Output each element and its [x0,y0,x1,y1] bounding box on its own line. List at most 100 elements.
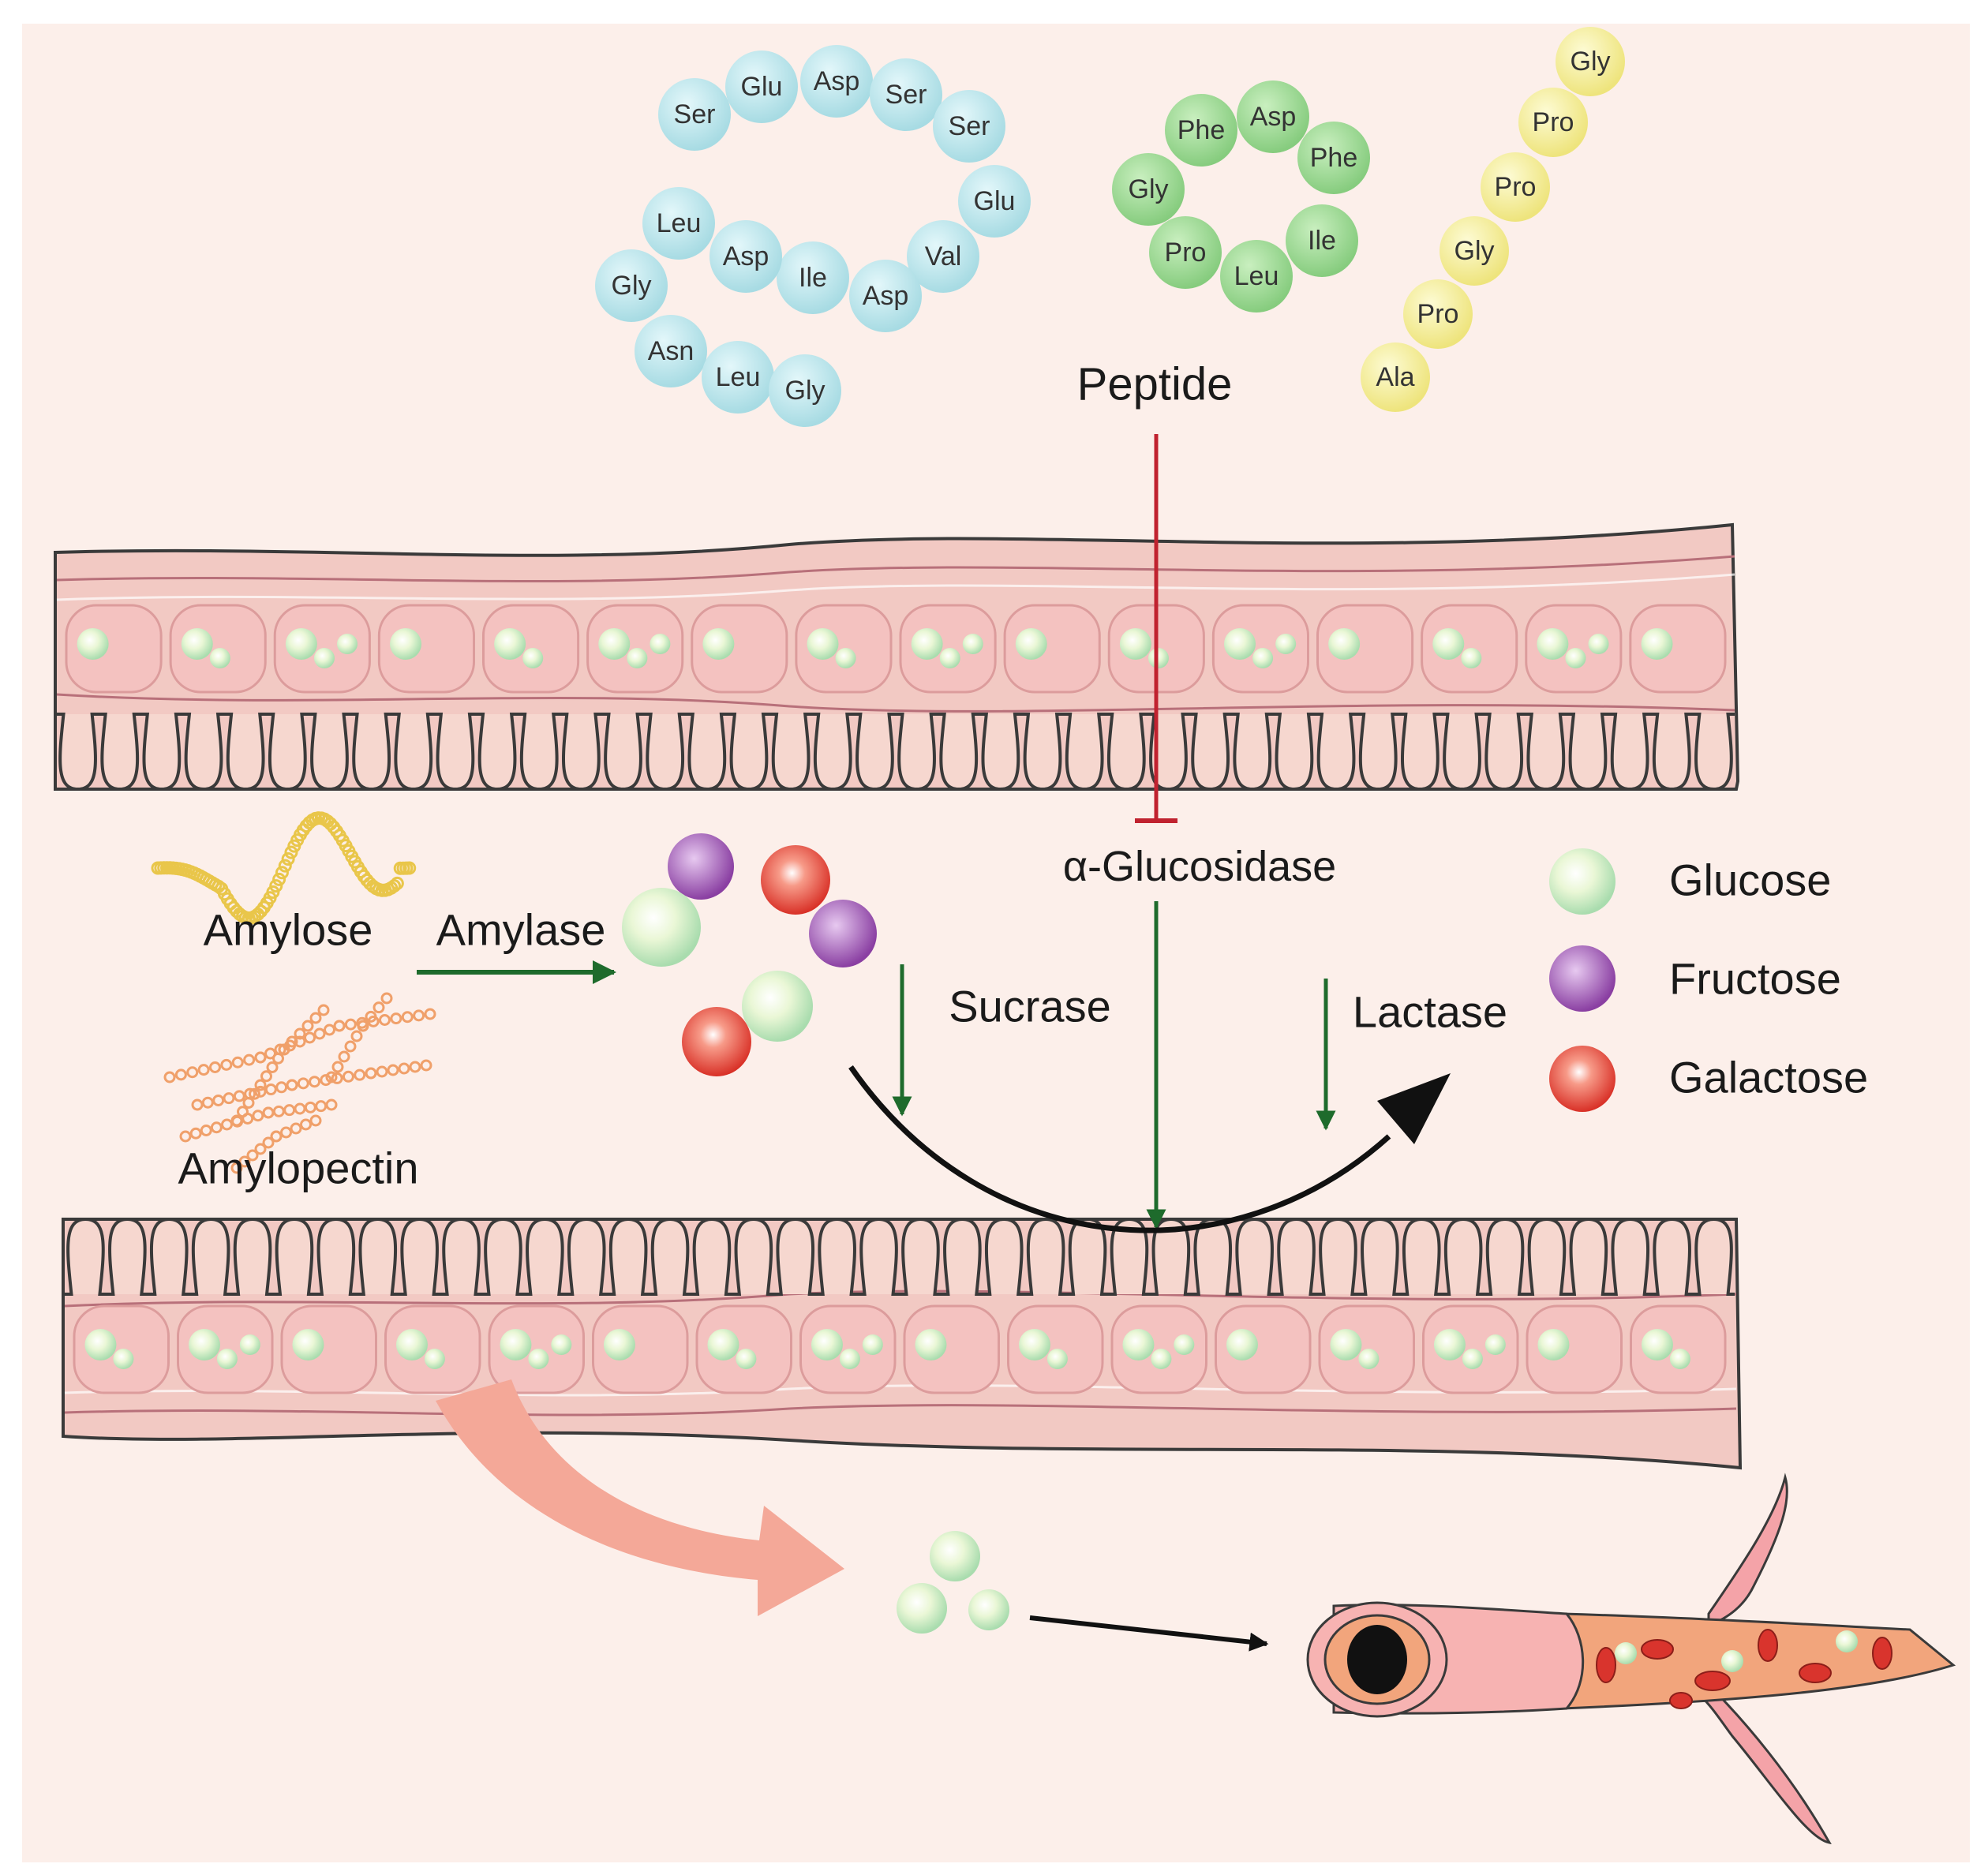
red-blood-cell [1799,1663,1832,1683]
amino-acid-label: Phe [1177,115,1226,145]
red-blood-cell [1641,1639,1674,1660]
glucose-sphere [962,634,983,654]
lower-villi [65,1217,1735,1296]
glucose-unit-bead [424,1008,436,1020]
upper-intestinal-wall [54,522,1740,792]
red-blood-cell [1872,1637,1893,1670]
epithelial-cell [903,1304,1000,1394]
amino-acid-label: Asn [648,336,694,366]
glucose-sphere [113,1349,134,1369]
glucose-sphere [1252,648,1274,668]
peptide-label: Peptide [1077,359,1233,410]
glucose-sphere [862,1334,883,1355]
glucose-unit-bead [233,1090,245,1102]
glucose-sphere [77,628,109,660]
epithelial-cell [1526,1304,1623,1394]
glucose-sphere [337,634,358,654]
galactose-sphere [682,1007,751,1076]
upper-villi [57,713,1735,792]
amylose-label: Amylose [204,905,373,955]
absorption-arrow [436,1379,844,1616]
glucose-unit-bead [331,1061,344,1073]
lower-wall-outer-band [64,1404,1737,1417]
lower-intestinal-wall [62,1217,1743,1470]
red-blood-cell [1669,1692,1693,1709]
vessel-lumen [1347,1625,1407,1694]
glucose-sphere [551,1334,572,1355]
amylose-strand-icon [151,811,417,925]
epithelial-cell [377,604,475,694]
amino-acid-label: Gly [1454,236,1495,266]
amino-acid-bead [1149,216,1222,289]
glucose-unit-bead [242,1097,255,1109]
amino-acid-label: Gly [612,271,652,301]
amino-acid-bead [907,220,979,293]
glucose-sphere [395,1329,428,1360]
amino-acid-bead [1112,153,1185,226]
amino-acid-bead [635,315,707,387]
epithelial-cell [1215,1304,1312,1394]
glucose-sphere [1358,1349,1380,1369]
alpha-glucosidase-label: α-Glucosidase [1063,843,1336,890]
glucose-sphere [500,1329,532,1360]
glucose-sphere [650,634,671,654]
glucose-sphere [968,1589,1009,1630]
glucose-unit-bead [189,1127,202,1140]
glucose-sphere [1122,1329,1155,1360]
glucose-unit-bead [269,879,283,893]
amylopectin-branch-icon [163,992,436,1174]
amino-acid-label: Asp [863,281,909,311]
glucose-sphere [627,648,648,668]
glucose-unit-bead [401,1011,414,1024]
glucose-sphere [1433,1329,1466,1360]
glucose-unit-bead [342,1070,354,1083]
glucose-unit-bead [238,1155,251,1168]
glucose-unit-bead [163,1071,176,1083]
glucose-unit-bead [333,1020,346,1032]
amino-acid-bead [777,241,849,314]
glucose-sphere [1226,1329,1258,1360]
glucose-unit-bead [324,1024,335,1036]
glucose-unit-bead [286,1035,298,1048]
glucose-unit-bead [254,1079,267,1091]
glucose-unit-bead [270,1130,283,1143]
upper-cells [65,604,1727,694]
glucose-sphere [1018,1329,1050,1360]
amino-acid-label: Pro [1165,238,1207,268]
epithelial-cell [1629,604,1727,694]
glucose-sphere [811,1329,843,1360]
glucose-unit-bead [283,1104,296,1117]
amino-acid-bead [1220,240,1293,312]
vessel-branch-top [1707,1473,1788,1628]
glucose-unit-bead [231,1056,244,1068]
glucose-unit-bead [309,1114,322,1127]
amino-acid-label: Asp [814,66,860,96]
glucose-sphere [1432,628,1465,660]
amino-acid-bead [642,187,715,260]
amino-acid-label: Phe [1310,143,1358,173]
glucose-unit-bead [402,861,417,875]
amino-acid-label: Pro [1417,299,1459,329]
amino-acid-bead [702,341,774,414]
glucose-unit-bead [338,1050,350,1063]
amino-acid-bead [933,90,1005,163]
glucose-sphere [522,648,544,668]
glucose-sphere [1537,628,1569,660]
glucose-unit-bead [221,1118,233,1131]
epithelial-cell [280,1304,377,1394]
glucose-unit-bead [174,1068,187,1081]
glucose-sphere [1462,1349,1483,1369]
galactose-sphere [761,845,830,915]
epithelial-cell [1316,604,1414,694]
amino-acid-label: Leu [716,362,761,392]
red-blood-cell [1596,1647,1616,1683]
glucose-sphere [1119,628,1151,660]
glucose-unit-bead [275,866,289,880]
glucose-sphere [1174,1334,1195,1355]
glucose-unit-bead [309,1076,321,1088]
amino-acid-bead [1518,88,1588,157]
glucose-unit-bead [409,1061,421,1073]
glucose-unit-bead [186,1066,199,1079]
